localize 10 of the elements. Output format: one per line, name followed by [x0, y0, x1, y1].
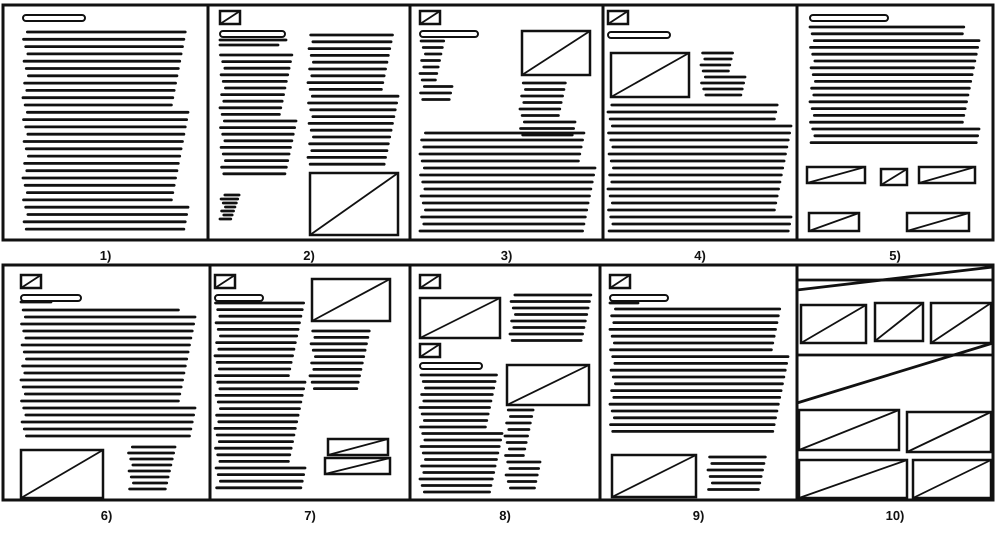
panel-number: 4): [694, 248, 706, 263]
panel-number: 8): [499, 508, 511, 523]
panel-number: 10): [886, 508, 904, 523]
panel-number: 6): [100, 508, 112, 523]
panel-number: 3): [500, 248, 512, 263]
panel-number: 1): [100, 248, 112, 263]
panel-number: 9): [692, 508, 704, 523]
panel-number: 5): [889, 248, 901, 263]
panel-number: 2): [303, 248, 315, 263]
panel-number: 7): [304, 508, 316, 523]
